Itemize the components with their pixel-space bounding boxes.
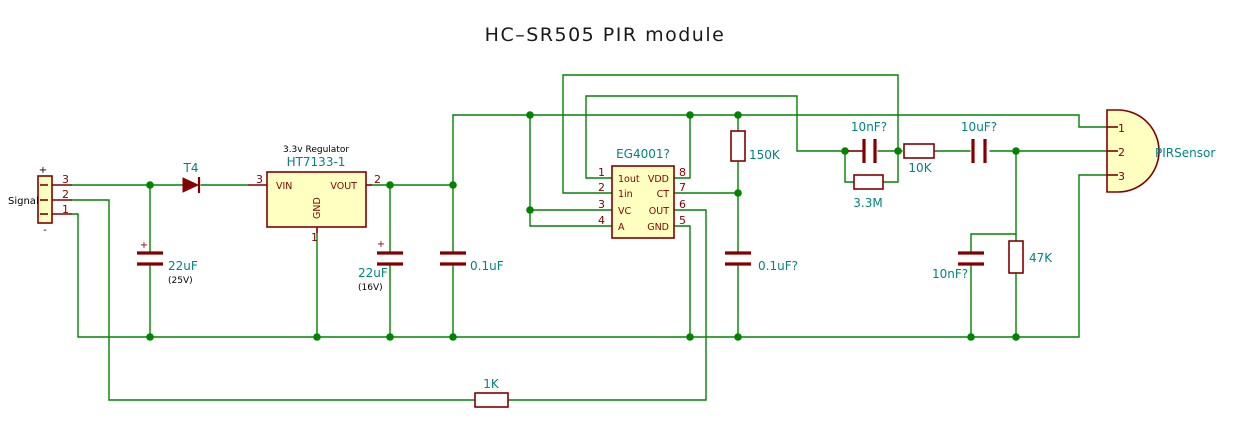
regulator-pin-1: 1	[311, 231, 318, 244]
cap-polarity-plus: +	[377, 239, 385, 250]
resistor-10k: 10K	[903, 143, 935, 175]
junction-dot	[686, 333, 694, 341]
wires	[71, 74, 1108, 401]
ic-pin-name-gnd: GND	[647, 222, 669, 233]
junction-dot	[386, 333, 394, 341]
regulator-pin-3: 3	[256, 173, 263, 186]
junction-dot	[526, 206, 534, 214]
resistor-value: 47K	[1029, 251, 1053, 265]
diode-t4: T4	[182, 161, 201, 193]
junction-dot	[386, 181, 394, 189]
pir-pin-1: 1	[1118, 122, 1125, 135]
ic-pin-name-a: A	[618, 222, 625, 233]
ic-pin-name-1in: 1in	[618, 189, 633, 200]
junction-dot	[1012, 333, 1020, 341]
resistor-value: 1K	[483, 377, 500, 391]
pir-pin-3: 3	[1118, 170, 1125, 183]
cap-polarity-plus: +	[140, 240, 148, 251]
regulator-pin-vin: VIN	[276, 181, 292, 192]
cap-22uf-16v: + 22uF (16V)	[358, 239, 403, 293]
diode-ref: T4	[183, 161, 199, 175]
junction-dot	[967, 333, 975, 341]
resistor-value: 10K	[908, 161, 932, 175]
ic-pin-num-6: 6	[679, 198, 686, 211]
regulator-pin-gnd: GND	[312, 197, 323, 219]
cap-value: 10uF?	[961, 120, 997, 134]
cap-10uf: 10uF?	[961, 120, 997, 163]
cap-value: 22uF	[358, 266, 388, 280]
cap-0-1uf: 0.1uF	[440, 251, 504, 273]
regulator-pin-2: 2	[374, 173, 381, 186]
junction-dot	[734, 111, 742, 119]
cap-value: 0.1uF?	[758, 259, 798, 273]
junction-dot	[734, 189, 742, 197]
cap-value: 22uF	[168, 259, 198, 273]
junction-dot	[526, 111, 534, 119]
ic-pin-name-vc: VC	[618, 206, 631, 217]
ic-pin-num-1: 1	[598, 166, 605, 179]
cap-voltage-note: (16V)	[358, 283, 383, 293]
junction-dot	[841, 147, 849, 155]
ic-pin-num-7: 7	[679, 181, 686, 194]
pir-ref: PIRSensor	[1155, 146, 1215, 160]
regulator-description: 3.3v Regulator	[283, 145, 349, 155]
junctions	[146, 111, 1020, 341]
ic-pin-name-vdd: VDD	[648, 174, 669, 185]
ic-pin-name-out: OUT	[649, 206, 669, 217]
junction-dot	[146, 181, 154, 189]
junction-dot	[449, 333, 457, 341]
signal-connector: 3 2 1 + - Signal	[8, 165, 72, 236]
connector-minus: -	[43, 225, 47, 236]
cap-10nf-shunt: 10nF?	[932, 251, 984, 281]
resistor-1k: 1K	[474, 377, 509, 408]
junction-dot	[686, 111, 694, 119]
resistor-3-3m: 3.3M	[853, 174, 884, 210]
pir-sensor: 1 2 3 PIRSensor	[1106, 109, 1215, 193]
connector-pin-3: 3	[62, 173, 69, 186]
connector-pin-1: 1	[62, 203, 69, 216]
junction-dot	[146, 333, 154, 341]
cap-voltage-note: (25V)	[168, 276, 193, 286]
ic-pin-num-3: 3	[598, 198, 605, 211]
cap-0-1uf-q: 0.1uF?	[725, 251, 798, 273]
resistor-value: 3.3M	[853, 196, 882, 210]
pir-pin-2: 2	[1118, 146, 1125, 159]
connector-pin-2: 2	[62, 188, 69, 201]
ic-pin-num-8: 8	[679, 166, 686, 179]
resistor-150k: 150K	[730, 130, 781, 162]
ic-part: EG4001?	[616, 147, 670, 161]
ic-pin-name-1out: 1out	[618, 174, 640, 185]
cap-value: 10nF?	[932, 267, 968, 281]
ic-eg4001: EG4001? 1out 1in VC A 1 2 3 4 VDD CT OUT…	[598, 147, 686, 239]
cap-10nf-feedback: 10nF?	[848, 120, 887, 163]
ic-pin-num-4: 4	[598, 214, 605, 227]
cap-value: 10nF?	[851, 120, 887, 134]
connector-label: Signal	[8, 196, 39, 207]
regulator-part: HT7133-1	[287, 155, 346, 169]
regulator-ht7133: 3.3v Regulator HT7133-1 VIN VOUT GND 3 2…	[248, 145, 381, 244]
junction-dot	[449, 181, 457, 189]
ic-body	[611, 165, 675, 239]
junction-dot	[734, 333, 742, 341]
junction-dot	[313, 333, 321, 341]
ic-pin-name-ct: CT	[657, 189, 670, 200]
resistor-47k: 47K	[1008, 240, 1053, 274]
cap-22uf-25v: + 22uF (25V)	[137, 240, 198, 286]
regulator-pin-vout: VOUT	[330, 181, 357, 192]
junction-dot	[1012, 147, 1020, 155]
resistor-value: 150K	[749, 148, 781, 162]
regulator-body	[266, 171, 367, 228]
diagram-title: HC–SR505 PIR module	[485, 24, 726, 46]
ic-pin-num-2: 2	[598, 181, 605, 194]
cap-value: 0.1uF	[470, 259, 504, 273]
ic-pin-num-5: 5	[679, 214, 686, 227]
junction-dot	[894, 147, 902, 155]
connector-plus: +	[39, 165, 47, 176]
